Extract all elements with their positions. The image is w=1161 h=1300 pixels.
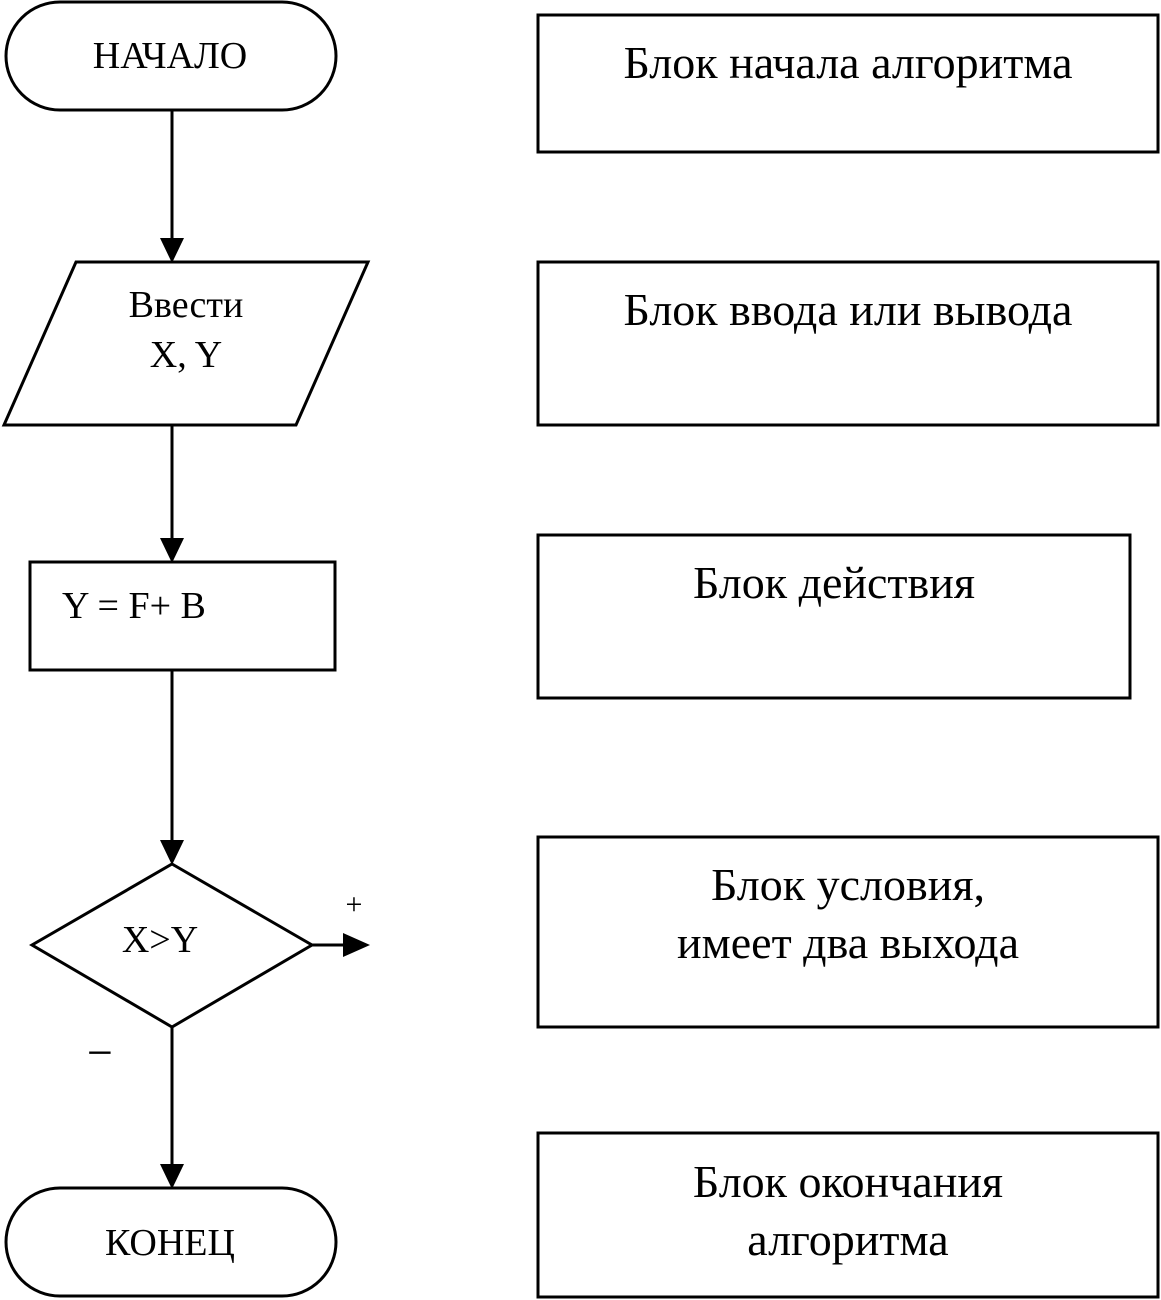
arrow-start-to-input-icon	[160, 238, 184, 263]
legend-box-condition	[536, 835, 1160, 1029]
connectors	[160, 110, 370, 1189]
process-block: Y = F+ B	[28, 560, 337, 672]
legend-text-action-line-1: Блок действия	[693, 557, 975, 608]
legend-box-start	[536, 13, 1160, 154]
decision-label: X>Y	[122, 919, 198, 961]
legend-text-end-line-2: алгоритма	[747, 1214, 948, 1265]
start-terminator: НАЧАЛО	[4, 0, 338, 112]
input-parallelogram: Ввести X, Y	[1, 260, 371, 427]
decision-no-sign: −	[87, 1027, 113, 1078]
legend-box-action	[536, 533, 1132, 700]
legend-text-start-line-1: Блок начала алгоритма	[623, 37, 1072, 88]
legend-text-condition-line-2: имеет два выхода	[677, 917, 1019, 968]
process-block-shape	[28, 560, 337, 672]
legend-item-action: Блок действия	[536, 533, 1132, 700]
legend-item-input-output: Блок ввода или вывода	[536, 260, 1160, 427]
decision-diamond: X>Y + −	[29, 862, 363, 1078]
arrow-process-to-decision-icon	[160, 840, 184, 865]
legend-text-input-output-line-1: Блок ввода или вывода	[624, 284, 1073, 335]
legend-box-end	[536, 1131, 1160, 1299]
end-label: КОНЕЦ	[105, 1222, 235, 1264]
arrow-decision-yes-icon	[343, 933, 370, 957]
start-label: НАЧАЛО	[93, 35, 247, 77]
legend-item-start: Блок начала алгоритма	[536, 13, 1160, 154]
end-terminator-shape	[4, 1186, 338, 1298]
input-label-line-1: Ввести	[129, 284, 244, 326]
legend-text-condition-line-1: Блок условия,	[711, 859, 985, 910]
legend-box-input-output	[536, 260, 1160, 427]
input-label-line-2: X, Y	[150, 334, 222, 376]
end-terminator: КОНЕЦ	[4, 1186, 338, 1298]
start-terminator-shape	[4, 0, 338, 112]
legend-text-end-line-1: Блок окончания	[693, 1156, 1003, 1207]
decision-diamond-shape	[29, 862, 315, 1029]
arrow-input-to-process-icon	[160, 538, 184, 563]
input-parallelogram-shape	[1, 260, 371, 427]
legend-item-condition: Блок условия, имеет два выхода	[536, 835, 1160, 1029]
decision-yes-sign: +	[346, 888, 363, 921]
legend-item-end: Блок окончания алгоритма	[536, 1131, 1160, 1299]
process-label: Y = F+ B	[62, 585, 206, 627]
arrow-decision-no-to-end-icon	[160, 1164, 184, 1189]
